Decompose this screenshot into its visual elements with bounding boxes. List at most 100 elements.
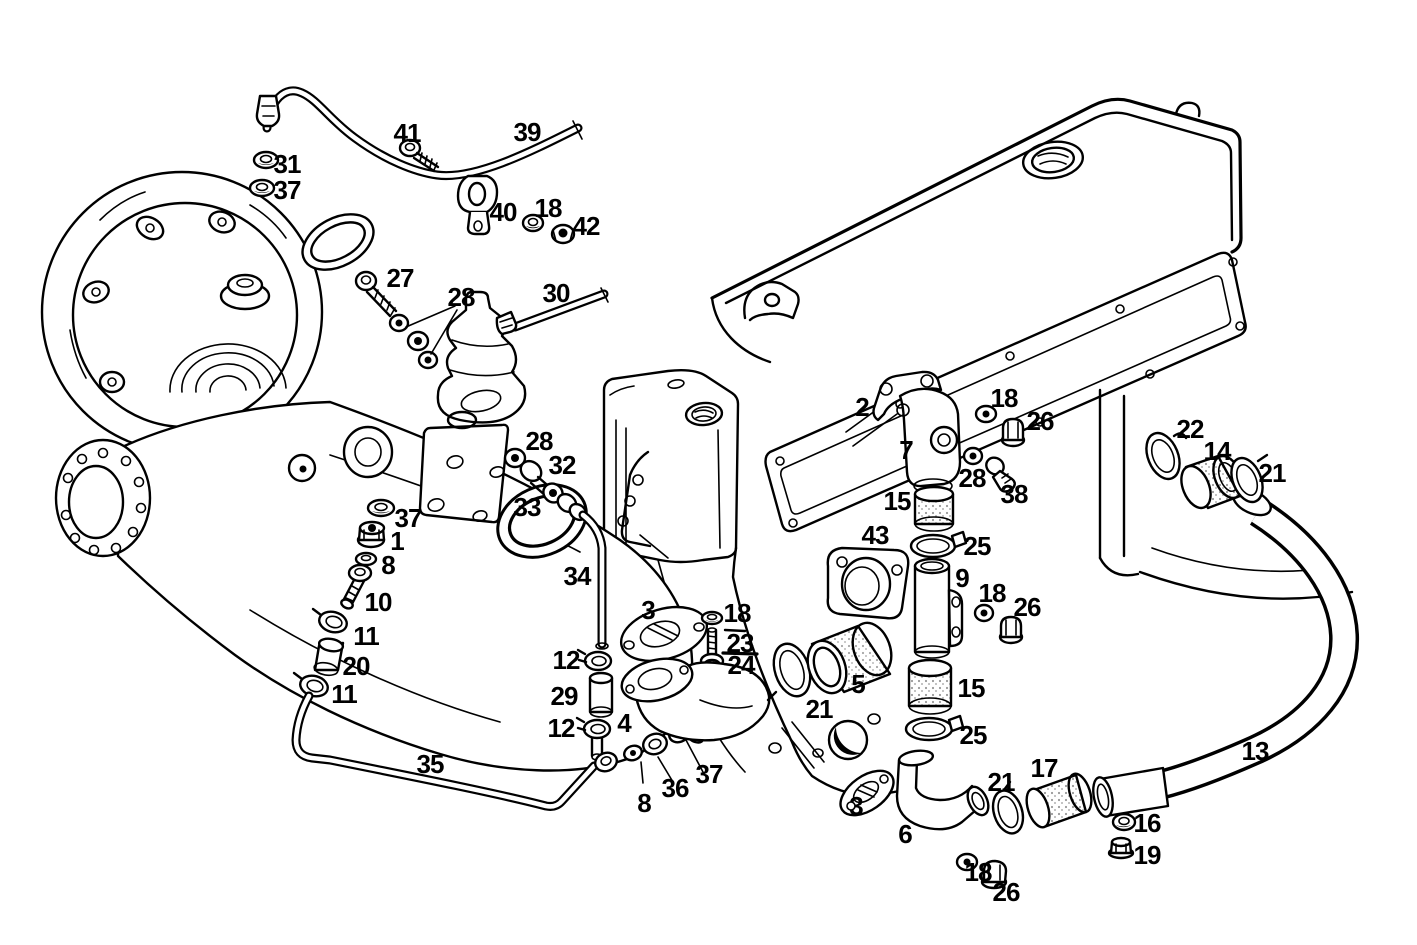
elbow-4 — [620, 657, 771, 742]
sleeve-29 — [588, 671, 614, 718]
nut-1-icon — [356, 520, 386, 549]
clamp-22 — [1145, 431, 1188, 481]
callout-27: 27 — [387, 263, 414, 293]
clamp-25b — [904, 714, 965, 742]
callout-32: 32 — [549, 450, 576, 480]
callout-42: 42 — [573, 211, 600, 241]
callout-37: 37 — [696, 759, 723, 789]
clamp-21b — [991, 780, 1025, 835]
callout-8: 8 — [381, 550, 395, 580]
callout-13: 13 — [1242, 736, 1269, 766]
bolt-27-washers-28 — [354, 270, 458, 370]
callout-29: 29 — [551, 681, 578, 711]
callout-43: 43 — [862, 520, 889, 550]
callout-39: 39 — [514, 117, 541, 147]
callout-28: 28 — [526, 426, 553, 456]
callout-26: 26 — [1027, 406, 1054, 436]
elbow-7 — [896, 387, 962, 494]
clamp-25a — [909, 530, 968, 559]
callout-15: 15 — [884, 486, 911, 516]
nut-26a-icon — [1000, 417, 1026, 448]
flange-bolt-holes — [60, 447, 147, 556]
clamp-21c — [1230, 453, 1269, 504]
callout-7: 7 — [899, 435, 913, 465]
callout-21: 21 — [806, 694, 833, 724]
callout-11: 11 — [353, 621, 379, 651]
callout-23: 23 — [727, 628, 754, 658]
gasket-43 — [826, 546, 910, 620]
callout-26: 26 — [993, 877, 1020, 907]
callout-40: 40 — [490, 197, 517, 227]
washer-18b-icon — [973, 603, 995, 623]
hose-end-fitting — [1092, 766, 1170, 818]
washer-18c-icon — [700, 610, 724, 626]
callout-3: 3 — [641, 595, 655, 625]
sleeve-20 — [313, 637, 345, 677]
callout-21: 21 — [1259, 458, 1286, 488]
breather-pipe-34 — [503, 447, 614, 761]
callout-18: 18 — [965, 857, 992, 887]
clamp-12a — [576, 648, 613, 672]
callout-25: 25 — [964, 531, 991, 561]
callout-4: 4 — [617, 708, 632, 738]
pipe-9 — [913, 557, 964, 659]
washer-18-icon — [521, 213, 545, 233]
clamp-11a — [311, 607, 348, 634]
callout-26: 26 — [1014, 592, 1041, 622]
callout-6: 6 — [898, 819, 912, 849]
bolt-41 — [398, 138, 440, 173]
plug-38-icon — [985, 456, 1016, 493]
callout-34: 34 — [564, 561, 592, 591]
washer-18d-icon — [955, 852, 979, 872]
callout-20: 20 — [343, 651, 370, 681]
callout-36: 36 — [662, 773, 689, 803]
clamp-40 — [456, 174, 499, 236]
callout-14: 14 — [1204, 436, 1232, 466]
callout-8: 8 — [637, 788, 651, 818]
radiator-hose-13 — [991, 431, 1360, 860]
callout-18: 18 — [991, 383, 1018, 413]
engine-block — [602, 97, 1354, 798]
washer-16-icon — [1111, 812, 1137, 832]
callout-1: 1 — [390, 526, 404, 556]
callout-30: 30 — [543, 278, 570, 308]
boost-pipe-30 — [495, 287, 609, 336]
callout-37: 37 — [274, 175, 301, 205]
clamp-12b — [575, 716, 612, 740]
sleeve-17 — [1025, 772, 1093, 829]
callout-22: 22 — [1177, 414, 1204, 444]
callout-2: 2 — [855, 392, 869, 422]
fraction-bar — [721, 651, 759, 656]
nut-42-icon — [550, 223, 576, 245]
bolt-10 — [340, 563, 373, 610]
oil-feed-pipe-39 — [248, 86, 583, 245]
callout-35: 35 — [417, 749, 444, 779]
callout-21: 21 — [988, 767, 1015, 797]
callout-18: 18 — [724, 598, 751, 628]
sleeve-15b — [907, 658, 953, 715]
callout-12: 12 — [553, 645, 580, 675]
callout-28: 28 — [448, 282, 475, 312]
drain-pipe-35-chain — [291, 498, 712, 811]
leader-lines-8-36-37 — [640, 739, 704, 784]
sleeve-15a — [913, 485, 955, 532]
washer-28b-icon — [962, 446, 984, 466]
sleeve-5 — [806, 621, 893, 695]
callout-5: 5 — [851, 669, 865, 699]
washer-18a-icon — [974, 404, 998, 424]
callout-18: 18 — [535, 193, 562, 223]
callout-18: 18 — [979, 578, 1006, 608]
clamp-21a — [766, 642, 812, 702]
callout-17: 17 — [1031, 753, 1058, 783]
nut-19-icon — [1107, 836, 1135, 860]
callout-9: 9 — [955, 563, 969, 593]
callout-37: 37 — [395, 503, 422, 533]
callout-25: 25 — [960, 720, 987, 750]
washer-37-icon — [248, 178, 276, 198]
nut-26b-icon — [998, 615, 1024, 645]
callout-24: 24 — [728, 650, 756, 680]
callout-12: 12 — [548, 713, 575, 743]
fitting-31 — [252, 94, 281, 170]
callout-11: 11 — [331, 679, 357, 709]
callout-28: 28 — [959, 463, 986, 493]
